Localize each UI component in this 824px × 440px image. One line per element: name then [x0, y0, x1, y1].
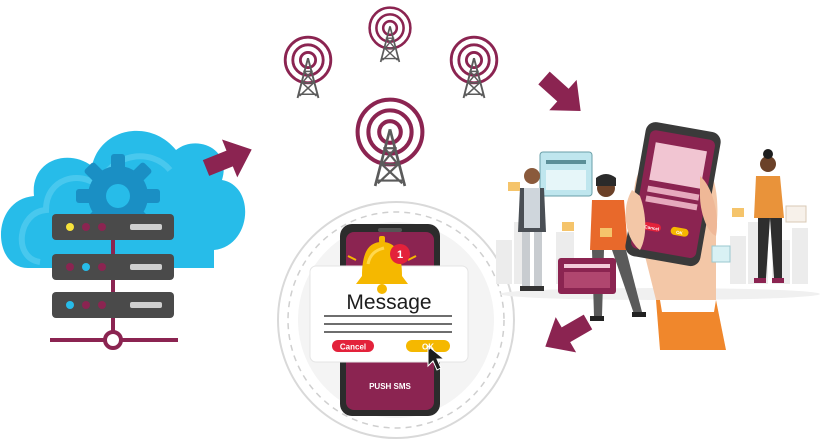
cancel-button-label[interactable]: Cancel: [340, 343, 366, 352]
notification-badge-count: 1: [397, 249, 403, 261]
cancel-button[interactable]: [332, 340, 374, 352]
person-figure: [754, 149, 784, 283]
big-phone-ok-label: OK: [676, 230, 684, 236]
broadcast-tower-icon: [358, 100, 423, 186]
server-icon: [50, 214, 178, 350]
broadcast-tower-icon: [449, 35, 499, 100]
ok-button-label[interactable]: OK: [422, 343, 434, 352]
envelope-icon: [508, 182, 744, 237]
arrow-icon: [530, 62, 595, 127]
popup-title: Message: [346, 291, 431, 314]
phone-footer-label: PUSH SMS: [369, 382, 411, 391]
speech-card: [558, 258, 616, 294]
arrow-icon: [535, 304, 599, 365]
cloud-server-group: [0, 130, 246, 350]
speech-card: [539, 151, 593, 197]
person-figure: [518, 168, 546, 291]
notification-badge: [390, 244, 410, 264]
broadcast-tower-icon: [368, 6, 412, 64]
speech-card: [711, 205, 807, 263]
cursor-icon: [427, 344, 446, 371]
broadcast-tower-icon: [283, 35, 333, 100]
hand-with-phone: [625, 122, 726, 350]
big-phone-cancel-label: Cancel: [644, 224, 659, 231]
